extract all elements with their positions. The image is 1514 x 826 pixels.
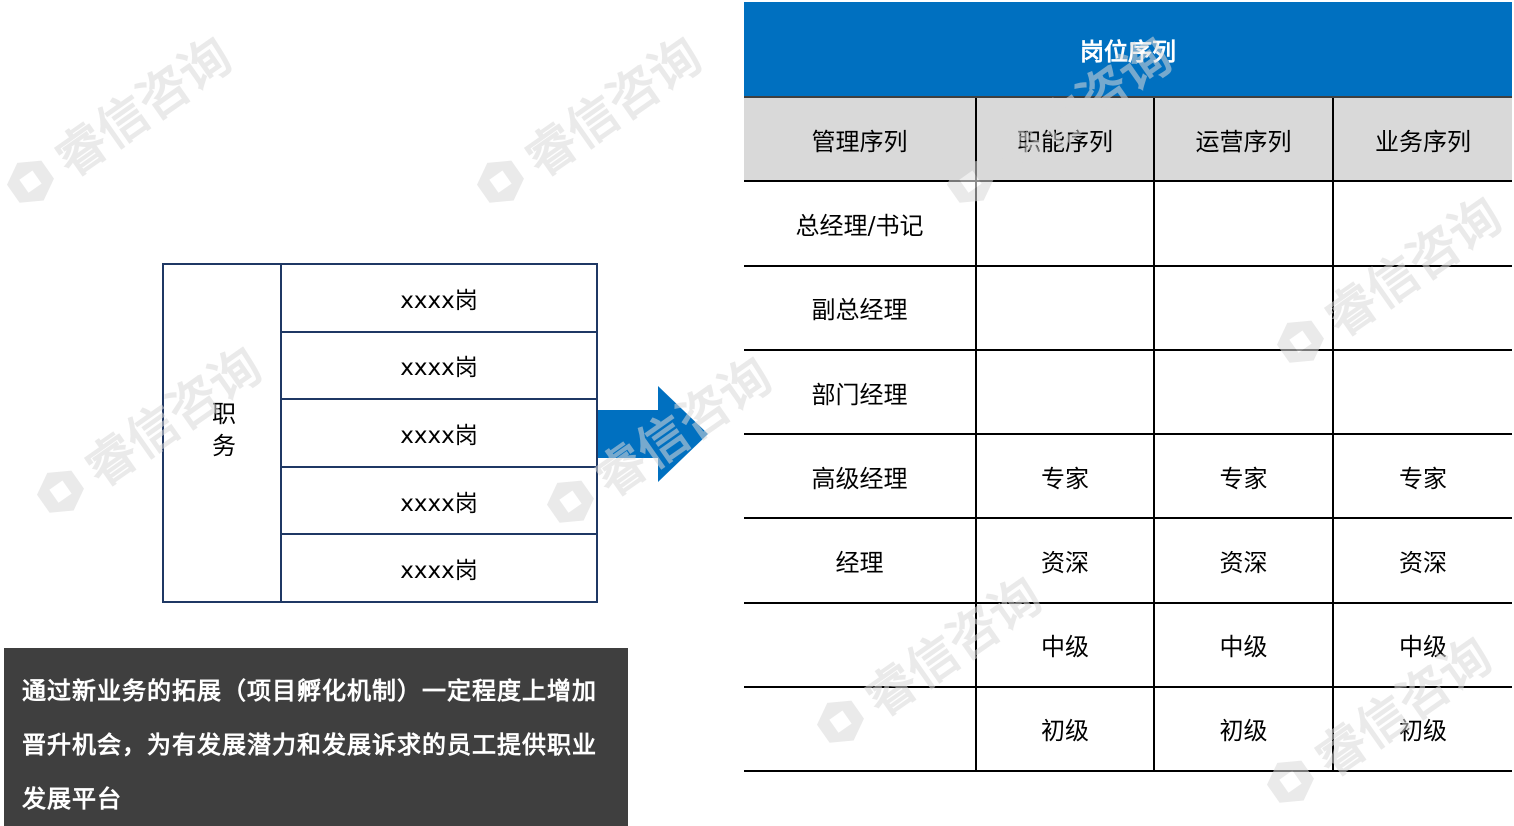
position-rows: xxxx岗 xxxx岗 xxxx岗 xxxx岗 xxxx岗 [282, 265, 596, 601]
table-cell [744, 602, 976, 688]
table-cell: 资深 [975, 518, 1154, 604]
table-cell: 中级 [1153, 602, 1333, 688]
table-cell [1153, 349, 1333, 436]
position-sequence-table: 岗位序列 管理序列 职能序列 运营序列 业务序列 总经理/书记 副总经理 部门经… [744, 2, 1512, 773]
table-cell [975, 349, 1154, 436]
table-row: 中级 中级 中级 [744, 602, 1512, 688]
table-row: 初级 初级 初级 [744, 686, 1512, 773]
table-cell: 中级 [1332, 602, 1512, 688]
table-cell [975, 181, 1154, 267]
table-row: 副总经理 [744, 265, 1512, 351]
position-row: xxxx岗 [282, 468, 596, 536]
table-row: 经理 资深 资深 资深 [744, 518, 1512, 604]
watermark: 睿信咨询 [0, 17, 244, 225]
table-cell [744, 686, 976, 773]
table-cell: 资深 [1153, 518, 1333, 604]
table-cell: 资深 [1332, 518, 1512, 604]
table-cell: 总经理/书记 [744, 181, 976, 267]
table-cell [1153, 265, 1333, 351]
table-cell [1153, 181, 1333, 267]
table-title: 岗位序列 [744, 2, 1512, 99]
table-cell: 高级经理 [744, 434, 976, 520]
table-cell: 经理 [744, 518, 976, 604]
position-row: xxxx岗 [400, 558, 478, 585]
note-box: 通过新业务的拓展（项目孵化机制）一定程度上增加晋升机会，为有发展潜力和发展诉求的… [4, 648, 628, 826]
watermark-logo-icon [6, 160, 54, 203]
table-row: 高级经理 专家 专家 专家 [744, 434, 1512, 520]
table-cell [1332, 181, 1512, 267]
watermark: 睿信咨询 [459, 17, 713, 225]
position-row: xxxx岗 [282, 265, 596, 333]
table-cell: 中级 [975, 602, 1154, 688]
table-cell: 初级 [1332, 686, 1512, 773]
watermark-logo-icon [476, 160, 524, 203]
column-header: 管理序列 [744, 97, 976, 183]
table-header-row: 管理序列 职能序列 运营序列 业务序列 [744, 97, 1512, 183]
table-title-row: 岗位序列 [744, 2, 1512, 99]
table-cell: 专家 [975, 434, 1154, 520]
right-arrow-icon [598, 386, 708, 482]
table-cell: 副总经理 [744, 265, 976, 351]
watermark-logo-icon [36, 470, 84, 513]
table-cell [975, 265, 1154, 351]
position-category-text: 职务 [207, 401, 236, 465]
table-cell [1332, 349, 1512, 436]
watermark-text: 睿信咨询 [514, 26, 712, 189]
note-text: 通过新业务的拓展（项目孵化机制）一定程度上增加晋升机会，为有发展潜力和发展诉求的… [22, 676, 597, 813]
table-row: 总经理/书记 [744, 181, 1512, 267]
position-category-label: 职务 [164, 265, 282, 601]
table-cell: 初级 [975, 686, 1154, 773]
position-diagram: 职务 xxxx岗 xxxx岗 xxxx岗 xxxx岗 xxxx岗 [162, 263, 598, 603]
position-row: xxxx岗 [282, 333, 596, 401]
column-header: 职能序列 [975, 97, 1154, 183]
position-row: xxxx岗 [282, 400, 596, 468]
table-cell: 部门经理 [744, 349, 976, 436]
watermark-text: 睿信咨询 [44, 26, 242, 189]
column-header: 业务序列 [1332, 97, 1512, 183]
column-header: 运营序列 [1153, 97, 1333, 183]
table-cell [1332, 265, 1512, 351]
table-cell: 初级 [1153, 686, 1333, 773]
table-cell: 专家 [1332, 434, 1512, 520]
table-cell: 专家 [1153, 434, 1333, 520]
table-row: 部门经理 [744, 349, 1512, 436]
